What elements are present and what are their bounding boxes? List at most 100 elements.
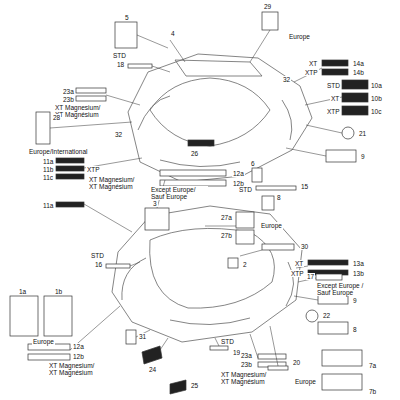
callout-label: 31 [138, 333, 147, 340]
seat-area [150, 78, 270, 146]
decal-2 [228, 258, 238, 268]
callout-label: XTP [86, 166, 101, 173]
decal-23a [258, 354, 286, 359]
callout-label: STD [238, 186, 253, 193]
decal-9 [326, 150, 356, 162]
callout-label: 12a [232, 170, 245, 177]
callout-label: Except Europe/ Sauf Europe [150, 186, 208, 200]
rear-rack [175, 60, 262, 76]
callout-label: 17 [306, 273, 315, 280]
callout-label: Europe [294, 378, 317, 385]
callout-label: 23b [240, 361, 253, 368]
callout-label: 21 [358, 130, 367, 137]
callout-label: 22 [322, 312, 331, 319]
callout-label: 3 [152, 200, 158, 207]
decal-31 [126, 330, 136, 344]
callout-label: 12b [72, 353, 85, 360]
leader-line [294, 296, 318, 300]
body-line [160, 160, 240, 167]
decal-21 [342, 127, 354, 139]
callout-label: 2 [242, 261, 248, 268]
callout-label: XT [294, 260, 304, 267]
decal-7a [322, 350, 362, 366]
callout-label: XT Magnesium/ XT Magnésium [88, 176, 142, 190]
callout-label: 25 [190, 382, 199, 389]
callout-label: 6 [250, 160, 256, 167]
decal-11 [56, 158, 84, 163]
callout-label: XT Magnesium/ XT Magnésium [54, 104, 106, 118]
callout-label: 15 [300, 183, 309, 190]
callout-label: STD [326, 82, 341, 89]
callout-label: 9 [360, 153, 366, 160]
callout-label: 26 [190, 150, 199, 157]
leader-line [84, 204, 132, 232]
callout-label: 12a [72, 343, 85, 350]
leader-line [215, 338, 219, 346]
decal-17 [316, 274, 342, 280]
body-line [170, 318, 250, 325]
decal-5 [115, 22, 137, 48]
callout-label: 13b [352, 270, 365, 277]
callout-label: 7b [368, 388, 377, 395]
decal-18 [128, 64, 152, 68]
leader-line [306, 125, 342, 133]
callout-label: STD [90, 252, 105, 259]
callout-label: XT [330, 95, 340, 102]
callout-label: 29 [263, 3, 272, 10]
decal-26 [188, 140, 214, 146]
decal-23a [76, 88, 106, 93]
leader-line [130, 262, 140, 266]
decal-27a [236, 212, 254, 228]
decal-10a [342, 80, 368, 89]
leader-line [50, 122, 132, 128]
decal-7b [322, 374, 362, 390]
leader-line [286, 148, 326, 156]
callout-label: XTP [326, 108, 341, 115]
callout-label: 10c [370, 108, 382, 115]
callout-label: 28 [52, 114, 61, 121]
callout-label: XT Magnesium/ XT Magnésium [48, 362, 102, 376]
callout-label: 16 [94, 261, 103, 268]
callout-label: 8 [352, 326, 358, 333]
callout-label: 24 [148, 366, 157, 373]
callout-label: 9 [352, 297, 358, 304]
decal-1a [10, 296, 38, 336]
callout-label: STD [112, 52, 127, 59]
decal-23b [76, 96, 106, 101]
callout-label: XTP [304, 69, 319, 76]
callout-label: Europe/International [28, 148, 89, 155]
callout-label: 20 [292, 359, 301, 366]
callout-label: 14a [352, 60, 365, 67]
callout-label: 30 [300, 243, 309, 250]
callout-label: 1a [18, 288, 27, 295]
callout-label: 18 [116, 61, 125, 68]
decal-30 [262, 244, 294, 250]
decal-29 [262, 12, 278, 30]
callout-label: 23a [240, 352, 253, 359]
decal-22 [306, 310, 318, 322]
decal-12a [160, 170, 226, 176]
callout-label: 11a [42, 202, 54, 209]
decal-12b [28, 354, 70, 360]
leader-line [160, 338, 168, 350]
decal-11 [56, 166, 84, 171]
decal-11 [56, 202, 84, 207]
callout-label: Europe [260, 222, 283, 229]
upper-body-outline [128, 54, 312, 182]
fender-line [282, 100, 292, 140]
callout-label: 7a [368, 362, 377, 369]
callout-label: 27b [220, 232, 233, 239]
decal-27b [236, 230, 254, 244]
callout-label: 27a [220, 214, 233, 221]
decal-10c [342, 106, 368, 115]
callout-label: 23b [62, 96, 75, 103]
callout-label: XT Magnesium/ XT Magnésium [220, 371, 274, 385]
decal-8 [262, 196, 274, 210]
decal-24 [142, 346, 162, 364]
leader-line [205, 226, 236, 227]
callout-label: 14b [352, 69, 365, 76]
decal-6 [252, 168, 262, 182]
front-rack-area [150, 228, 275, 308]
